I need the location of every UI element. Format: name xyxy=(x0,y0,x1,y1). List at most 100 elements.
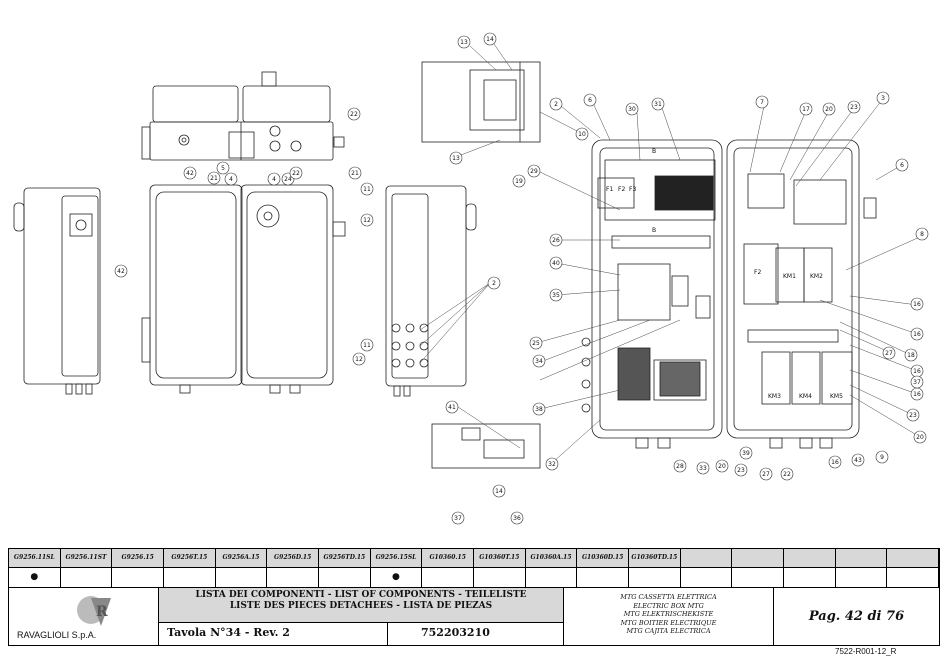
tag-km5: KM5 xyxy=(830,393,843,400)
model-cell: G9256.15 xyxy=(112,549,164,587)
model-mark xyxy=(216,567,267,587)
callout-l37b: 37 xyxy=(451,511,465,525)
tag-b-mid: B xyxy=(652,227,656,234)
model-cell xyxy=(835,549,888,587)
model-mark xyxy=(61,567,112,587)
title-line-1: LISTA DEI COMPONENTI - LIST OF COMPONENT… xyxy=(195,590,527,600)
callout-l3: 3 xyxy=(876,91,890,105)
callout-l9: 9 xyxy=(875,450,889,464)
callout-number: 35 xyxy=(552,292,560,299)
callout-number: 3 xyxy=(881,95,885,102)
desc-en: ELECTRIC BOX MTG xyxy=(633,601,704,610)
callout-l5: 5 xyxy=(216,161,230,175)
callout-number: 27 xyxy=(885,350,893,357)
svg-text:R: R xyxy=(96,604,108,620)
callout-number: 39 xyxy=(742,450,750,457)
title-cell: LISTA DEI COMPONENTI - LIST OF COMPONENT… xyxy=(159,588,564,646)
model-mark xyxy=(526,567,577,587)
front-view xyxy=(141,184,346,394)
callout-l7: 7 xyxy=(755,95,769,109)
model-mark xyxy=(319,567,370,587)
callout-number: 16 xyxy=(913,391,921,398)
callout-l32: 32 xyxy=(545,457,559,471)
model-cell xyxy=(784,549,836,587)
callout-number: 7 xyxy=(760,99,764,106)
description-cell: MTG CASSETTA ELETTRICA ELECTRIC BOX MTG … xyxy=(564,588,774,646)
part-code: 752203210 xyxy=(421,626,490,639)
callout-number: 16 xyxy=(831,459,839,466)
callout-number: 42 xyxy=(117,268,125,275)
tag-f2-big: F2 xyxy=(754,269,761,276)
callout-number: 10 xyxy=(578,131,586,138)
model-code: G9256T.15 xyxy=(164,549,215,568)
callout-number: 16 xyxy=(913,331,921,338)
callout-l19: 19 xyxy=(512,174,526,188)
callout-l22a: 22 xyxy=(347,107,361,121)
callout-number: 31 xyxy=(654,101,662,108)
model-code: G9256.15 xyxy=(112,549,163,568)
callout-l35: 35 xyxy=(549,288,563,302)
callout-l4b: 4 xyxy=(267,172,281,186)
callout-number: 22 xyxy=(783,471,791,478)
model-mark xyxy=(422,567,473,587)
callout-number: 12 xyxy=(355,356,363,363)
callout-l20a: 20 xyxy=(822,102,836,116)
model-code: G10360D.15 xyxy=(577,549,628,568)
desc-de: MTG ELEKTRISCHEKISTE xyxy=(623,610,714,618)
model-mark xyxy=(836,567,887,587)
page-number: Pag. 42 di 76 xyxy=(808,609,905,624)
callout-number: 13 xyxy=(452,155,460,162)
callout-l4a: 4 xyxy=(224,172,238,186)
callout-number: 12 xyxy=(363,217,371,224)
detail-top xyxy=(421,61,541,143)
model-cell: G9256A.15 xyxy=(215,549,268,587)
model-mark xyxy=(629,567,680,587)
callout-number: 16 xyxy=(913,368,921,375)
logo-cell: R RAVAGLIOLI S.p.A. xyxy=(9,588,159,646)
callout-number: 21 xyxy=(210,175,218,182)
model-cell: G9256.11SL● xyxy=(9,549,61,587)
callout-number: 22 xyxy=(350,111,358,118)
document-reference: 7522-R001-12_R xyxy=(835,647,897,656)
callout-number: 16 xyxy=(913,301,921,308)
callout-l26: 26 xyxy=(549,233,563,247)
callout-number: 20 xyxy=(825,106,833,113)
side-view-right xyxy=(385,185,477,397)
callout-number: 4 xyxy=(272,176,276,183)
model-code xyxy=(732,549,783,568)
callout-l20c: 20 xyxy=(715,459,729,473)
callout-l27b: 27 xyxy=(759,467,773,481)
model-mark xyxy=(474,567,525,587)
callout-number: 36 xyxy=(513,515,521,522)
ravaglioli-logo: R xyxy=(77,596,111,626)
callout-l28: 28 xyxy=(673,459,687,473)
callout-number: 23 xyxy=(850,104,858,111)
callout-l13a: 13 xyxy=(457,35,471,49)
callout-number: 17 xyxy=(802,106,810,113)
callout-l23c: 23 xyxy=(734,463,748,477)
callout-number: 33 xyxy=(699,465,707,472)
exploded-view-drawing: 1314131026303171720233224221454242221111… xyxy=(13,32,929,525)
tag-km2: KM2 xyxy=(810,273,823,280)
callout-number: 11 xyxy=(363,342,371,349)
callout-l16e: 16 xyxy=(828,455,842,469)
callout-l8: 8 xyxy=(915,227,929,241)
top-view xyxy=(141,71,345,161)
callout-l12a: 12 xyxy=(360,213,374,227)
callout-l21a: 21 xyxy=(207,171,221,185)
model-cell xyxy=(680,549,733,587)
callout-l18: 18 xyxy=(904,348,918,362)
desc-fr: MTG BOITIER ELECTRIQUE xyxy=(620,618,717,627)
model-cell xyxy=(732,549,784,587)
model-cell: G9256TD.15 xyxy=(319,549,371,587)
callout-l16b: 16 xyxy=(910,327,924,341)
tag-f2: F2 xyxy=(618,186,625,193)
model-cell: G10360D.15 xyxy=(577,549,629,587)
model-mark xyxy=(784,567,835,587)
side-view-left xyxy=(13,187,101,395)
callout-l17: 17 xyxy=(799,102,813,116)
callout-number: 20 xyxy=(916,434,924,441)
callout-number: 34 xyxy=(535,358,543,365)
model-cell: G9256T.15 xyxy=(164,549,216,587)
